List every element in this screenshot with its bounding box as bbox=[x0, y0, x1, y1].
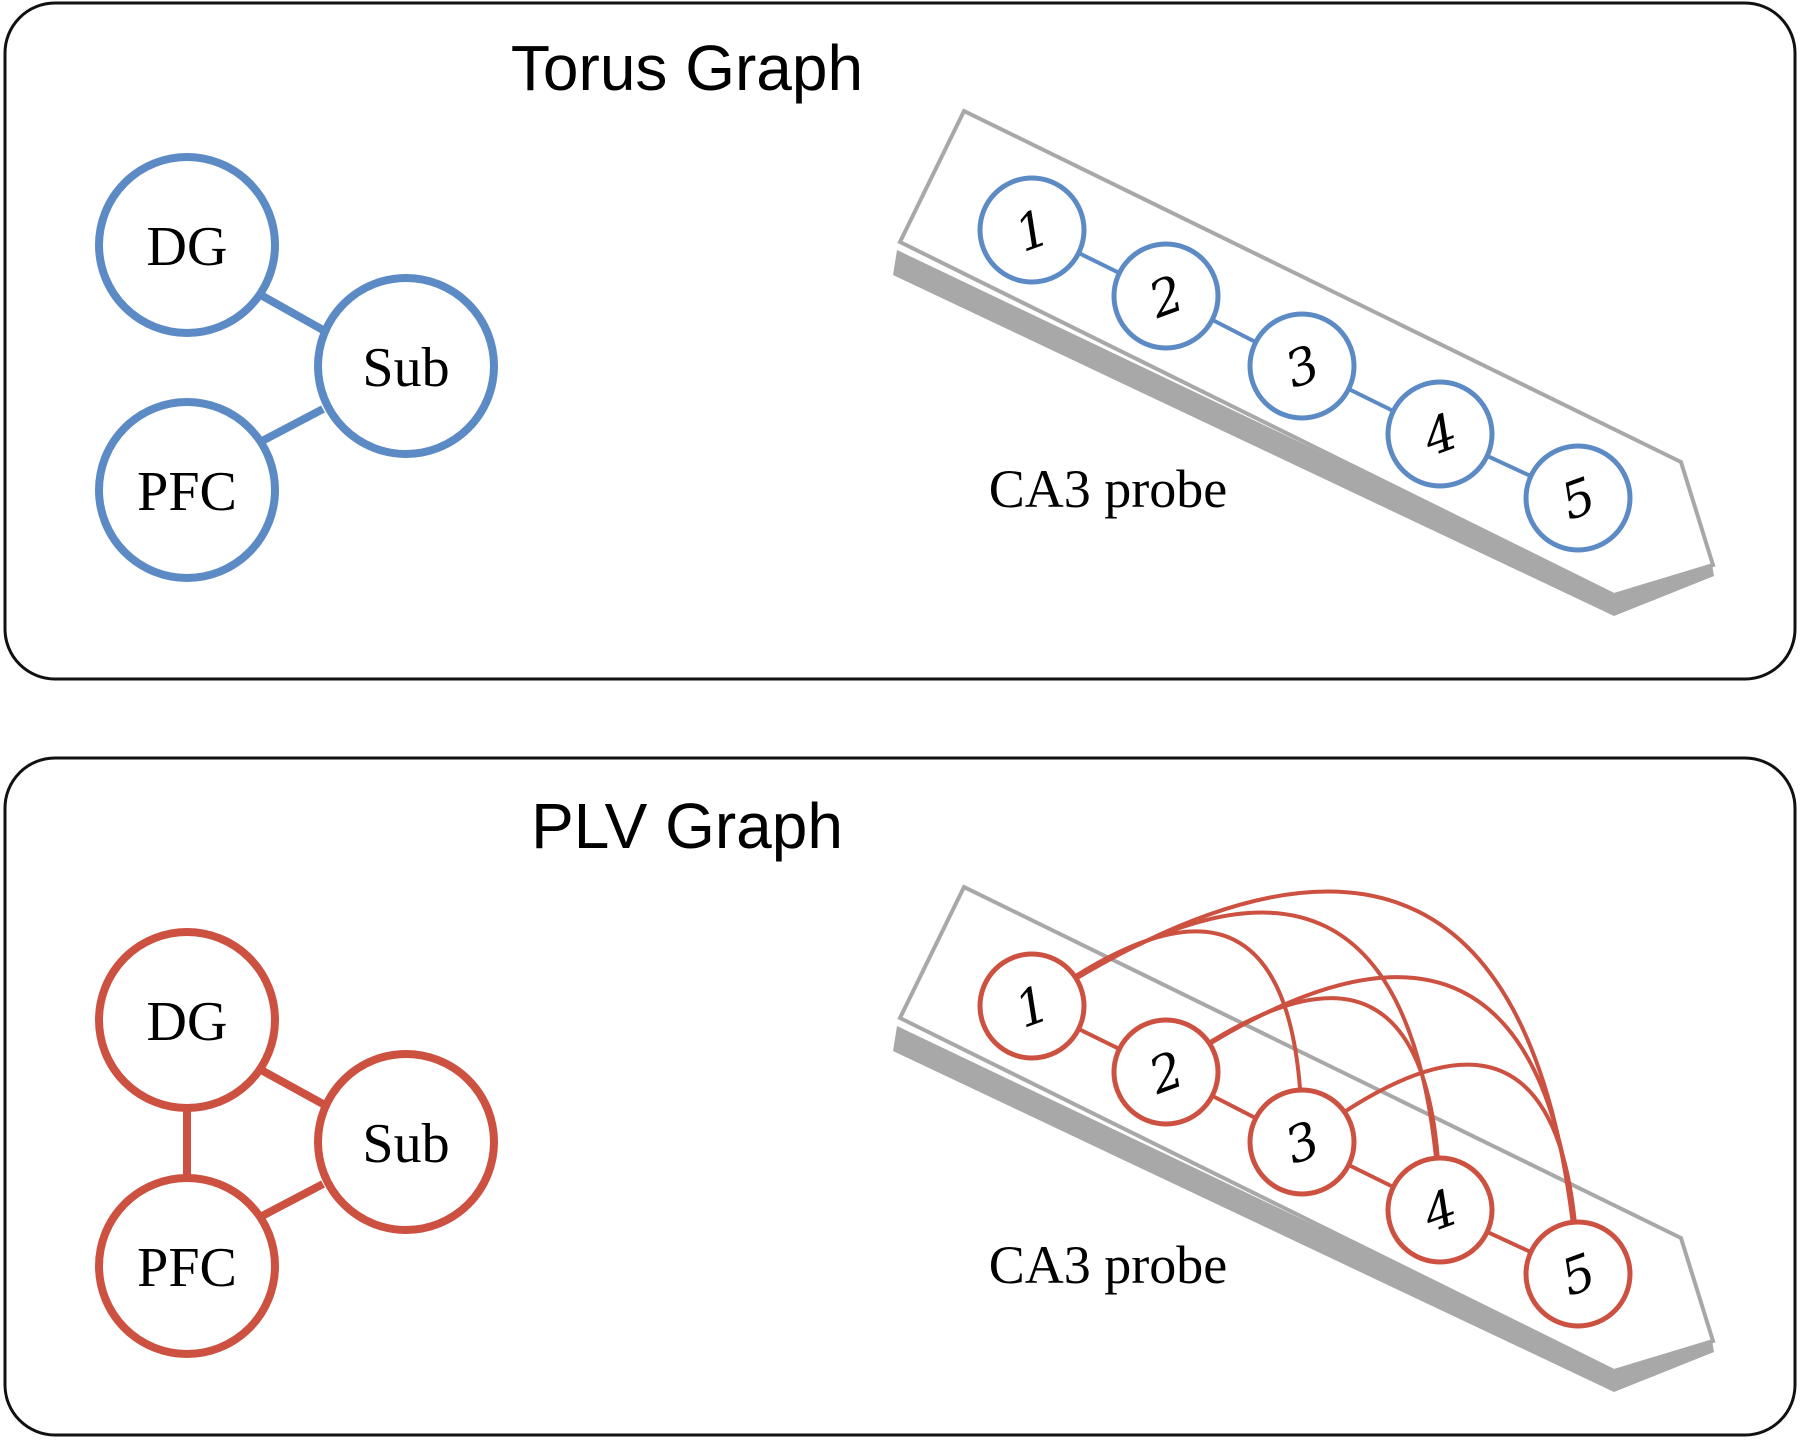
electrode-1: 1 bbox=[977, 951, 1087, 1061]
torus-panel-title: Torus Graph bbox=[511, 32, 863, 104]
electrode-4: 4 bbox=[1385, 379, 1495, 489]
electrode-5: 5 bbox=[1523, 443, 1633, 553]
electrode-2: 2 bbox=[1111, 1017, 1221, 1127]
node-dg-label: DG bbox=[147, 991, 228, 1053]
probe-label: CA3 probe bbox=[989, 1235, 1227, 1295]
node-pfc: PFC bbox=[95, 398, 279, 582]
electrode-3-circle bbox=[1247, 311, 1357, 421]
electrode-3: 3 bbox=[1247, 311, 1357, 421]
plv-panel-title: PLV Graph bbox=[531, 790, 843, 862]
torus-region-graph: DG Sub PFC bbox=[95, 153, 498, 582]
node-dg: DG bbox=[95, 153, 279, 337]
electrode-4-circle bbox=[1385, 379, 1495, 489]
node-dg: DG bbox=[95, 928, 279, 1112]
node-sub-label: Sub bbox=[362, 1113, 449, 1175]
torus-panel-frame bbox=[3, 1, 1797, 681]
node-pfc-circle bbox=[95, 1174, 279, 1358]
electrode-2-circle bbox=[1111, 241, 1221, 351]
electrode-3: 3 bbox=[1247, 1087, 1357, 1197]
electrode-3-circle bbox=[1247, 1087, 1357, 1197]
electrode-1-circle bbox=[977, 175, 1087, 285]
electrode-1: 1 bbox=[977, 175, 1087, 285]
node-pfc-circle bbox=[95, 398, 279, 582]
electrode-4-circle bbox=[1385, 1155, 1495, 1265]
node-pfc-label: PFC bbox=[137, 461, 237, 523]
node-dg-circle bbox=[95, 153, 279, 337]
node-sub: Sub bbox=[314, 274, 498, 458]
electrode-5: 5 bbox=[1523, 1219, 1633, 1329]
electrode-2-circle bbox=[1111, 1017, 1221, 1127]
electrode-5-circle bbox=[1523, 443, 1633, 553]
electrode-5-circle bbox=[1523, 1219, 1633, 1329]
node-pfc-label: PFC bbox=[137, 1237, 237, 1299]
electrode-2: 2 bbox=[1111, 241, 1221, 351]
node-sub-circle bbox=[314, 274, 498, 458]
node-sub-circle bbox=[314, 1050, 498, 1234]
probe-label: CA3 probe bbox=[989, 459, 1227, 519]
electrode-4: 4 bbox=[1385, 1155, 1495, 1265]
node-dg-label: DG bbox=[147, 216, 228, 278]
electrode-edge-3-5 bbox=[1300, 1062, 1580, 1275]
node-pfc: PFC bbox=[95, 1174, 279, 1358]
node-sub-label: Sub bbox=[362, 337, 449, 399]
node-dg-circle bbox=[95, 928, 279, 1112]
electrode-1-circle bbox=[977, 951, 1087, 1061]
node-sub: Sub bbox=[314, 1050, 498, 1234]
plv-region-graph: DG Sub PFC bbox=[95, 928, 498, 1358]
